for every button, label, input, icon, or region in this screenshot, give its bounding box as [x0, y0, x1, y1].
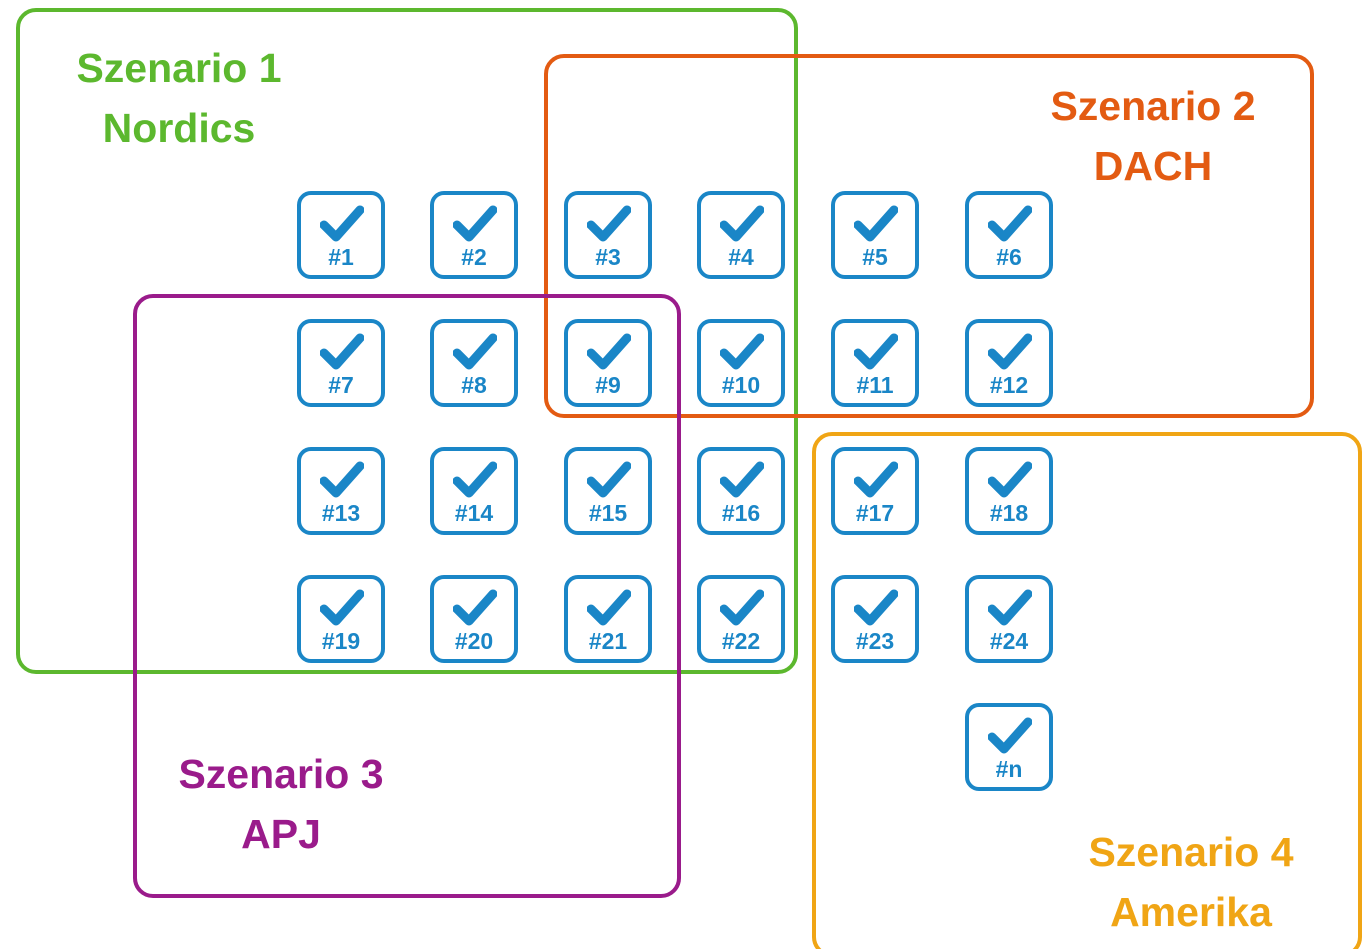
checkmark-icon: [720, 333, 764, 370]
tile-label: #15: [588, 500, 628, 526]
tile-label: #20: [454, 628, 494, 654]
tile-label: #16: [721, 500, 761, 526]
scenario-1-region: Nordics: [102, 105, 256, 151]
scenario-3-frame: [133, 294, 681, 898]
checkmark-tile: #9: [564, 319, 652, 407]
checkmark-tile: #11: [831, 319, 919, 407]
scenario-1-title: Szenario 1: [76, 45, 282, 91]
checkmark-tile: #1: [297, 191, 385, 279]
checkmark-tile: #4: [697, 191, 785, 279]
checkmark-icon: [988, 461, 1032, 498]
checkmark-tile: #2: [430, 191, 518, 279]
checkmark-tile: #15: [564, 447, 652, 535]
checkmark-icon: [320, 589, 364, 626]
checkmark-tile: #22: [697, 575, 785, 663]
checkmark-icon: [453, 461, 497, 498]
tile-label: #14: [454, 500, 494, 526]
checkmark-icon: [720, 461, 764, 498]
tile-label: #24: [989, 628, 1029, 654]
checkmark-icon: [854, 461, 898, 498]
checkmark-tile: #n: [965, 703, 1053, 791]
checkmark-tile: #21: [564, 575, 652, 663]
tile-label: #22: [721, 628, 761, 654]
checkmark-icon: [988, 205, 1032, 242]
scenario-4-title: Szenario 4: [1088, 829, 1294, 875]
checkmark-icon: [988, 589, 1032, 626]
tile-label: #1: [328, 244, 354, 270]
checkmark-tile: #6: [965, 191, 1053, 279]
checkmark-icon: [587, 589, 631, 626]
checkmark-icon: [854, 589, 898, 626]
tile-label: #3: [595, 244, 621, 270]
tile-label: #13: [321, 500, 361, 526]
tile-label: #8: [461, 372, 487, 398]
checkmark-icon: [320, 205, 364, 242]
scenario-1-frame: [16, 8, 798, 674]
checkmark-icon: [587, 333, 631, 370]
scenario-3-region: APJ: [241, 811, 321, 857]
checkmark-tile: #5: [831, 191, 919, 279]
scenario-4-frame: [812, 432, 1362, 949]
scenario-2-region: DACH: [1093, 143, 1213, 189]
tile-label: #12: [989, 372, 1029, 398]
checkmark-tile: #7: [297, 319, 385, 407]
checkmark-icon: [854, 333, 898, 370]
scenario-4-region: Amerika: [1110, 889, 1272, 935]
tile-label: #21: [588, 628, 628, 654]
tile-label: #9: [595, 372, 621, 398]
checkmark-icon: [453, 589, 497, 626]
checkmark-tile: #24: [965, 575, 1053, 663]
tile-label: #4: [728, 244, 754, 270]
scenario-2-label: Szenario 2 DACH: [1028, 76, 1278, 196]
tile-label: #5: [862, 244, 888, 270]
scenario-2-title: Szenario 2: [1050, 83, 1256, 129]
checkmark-tile: #23: [831, 575, 919, 663]
checkmark-icon: [320, 461, 364, 498]
tile-label: #11: [856, 372, 894, 398]
checkmark-icon: [453, 205, 497, 242]
checkmark-icon: [854, 205, 898, 242]
tile-label: #n: [995, 756, 1023, 782]
tile-label: #17: [855, 500, 895, 526]
scenario-4-label: Szenario 4 Amerika: [1066, 822, 1316, 942]
checkmark-icon: [720, 205, 764, 242]
tile-label: #18: [989, 500, 1029, 526]
checkmark-icon: [587, 205, 631, 242]
scenario-1-label: Szenario 1 Nordics: [56, 38, 302, 158]
checkmark-tile: #18: [965, 447, 1053, 535]
checkmark-icon: [587, 461, 631, 498]
checkmark-icon: [988, 333, 1032, 370]
tile-label: #10: [721, 372, 761, 398]
scenario-2-frame: [544, 54, 1314, 418]
tile-label: #19: [321, 628, 361, 654]
checkmark-icon: [453, 333, 497, 370]
scenario-3-title: Szenario 3: [178, 751, 384, 797]
tile-label: #7: [328, 372, 354, 398]
checkmark-icon: [320, 333, 364, 370]
tile-label: #2: [461, 244, 487, 270]
scenario-3-label: Szenario 3 APJ: [156, 744, 406, 864]
checkmark-icon: [988, 717, 1032, 754]
checkmark-tile: #14: [430, 447, 518, 535]
checkmark-tile: #10: [697, 319, 785, 407]
tile-label: #23: [855, 628, 895, 654]
checkmark-tile: #8: [430, 319, 518, 407]
checkmark-icon: [720, 589, 764, 626]
checkmark-tile: #19: [297, 575, 385, 663]
checkmark-tile: #16: [697, 447, 785, 535]
checkmark-tile: #17: [831, 447, 919, 535]
checkmark-tile: #12: [965, 319, 1053, 407]
checkmark-tile: #3: [564, 191, 652, 279]
checkmark-tile: #20: [430, 575, 518, 663]
tile-label: #6: [996, 244, 1022, 270]
checkmark-tile: #13: [297, 447, 385, 535]
